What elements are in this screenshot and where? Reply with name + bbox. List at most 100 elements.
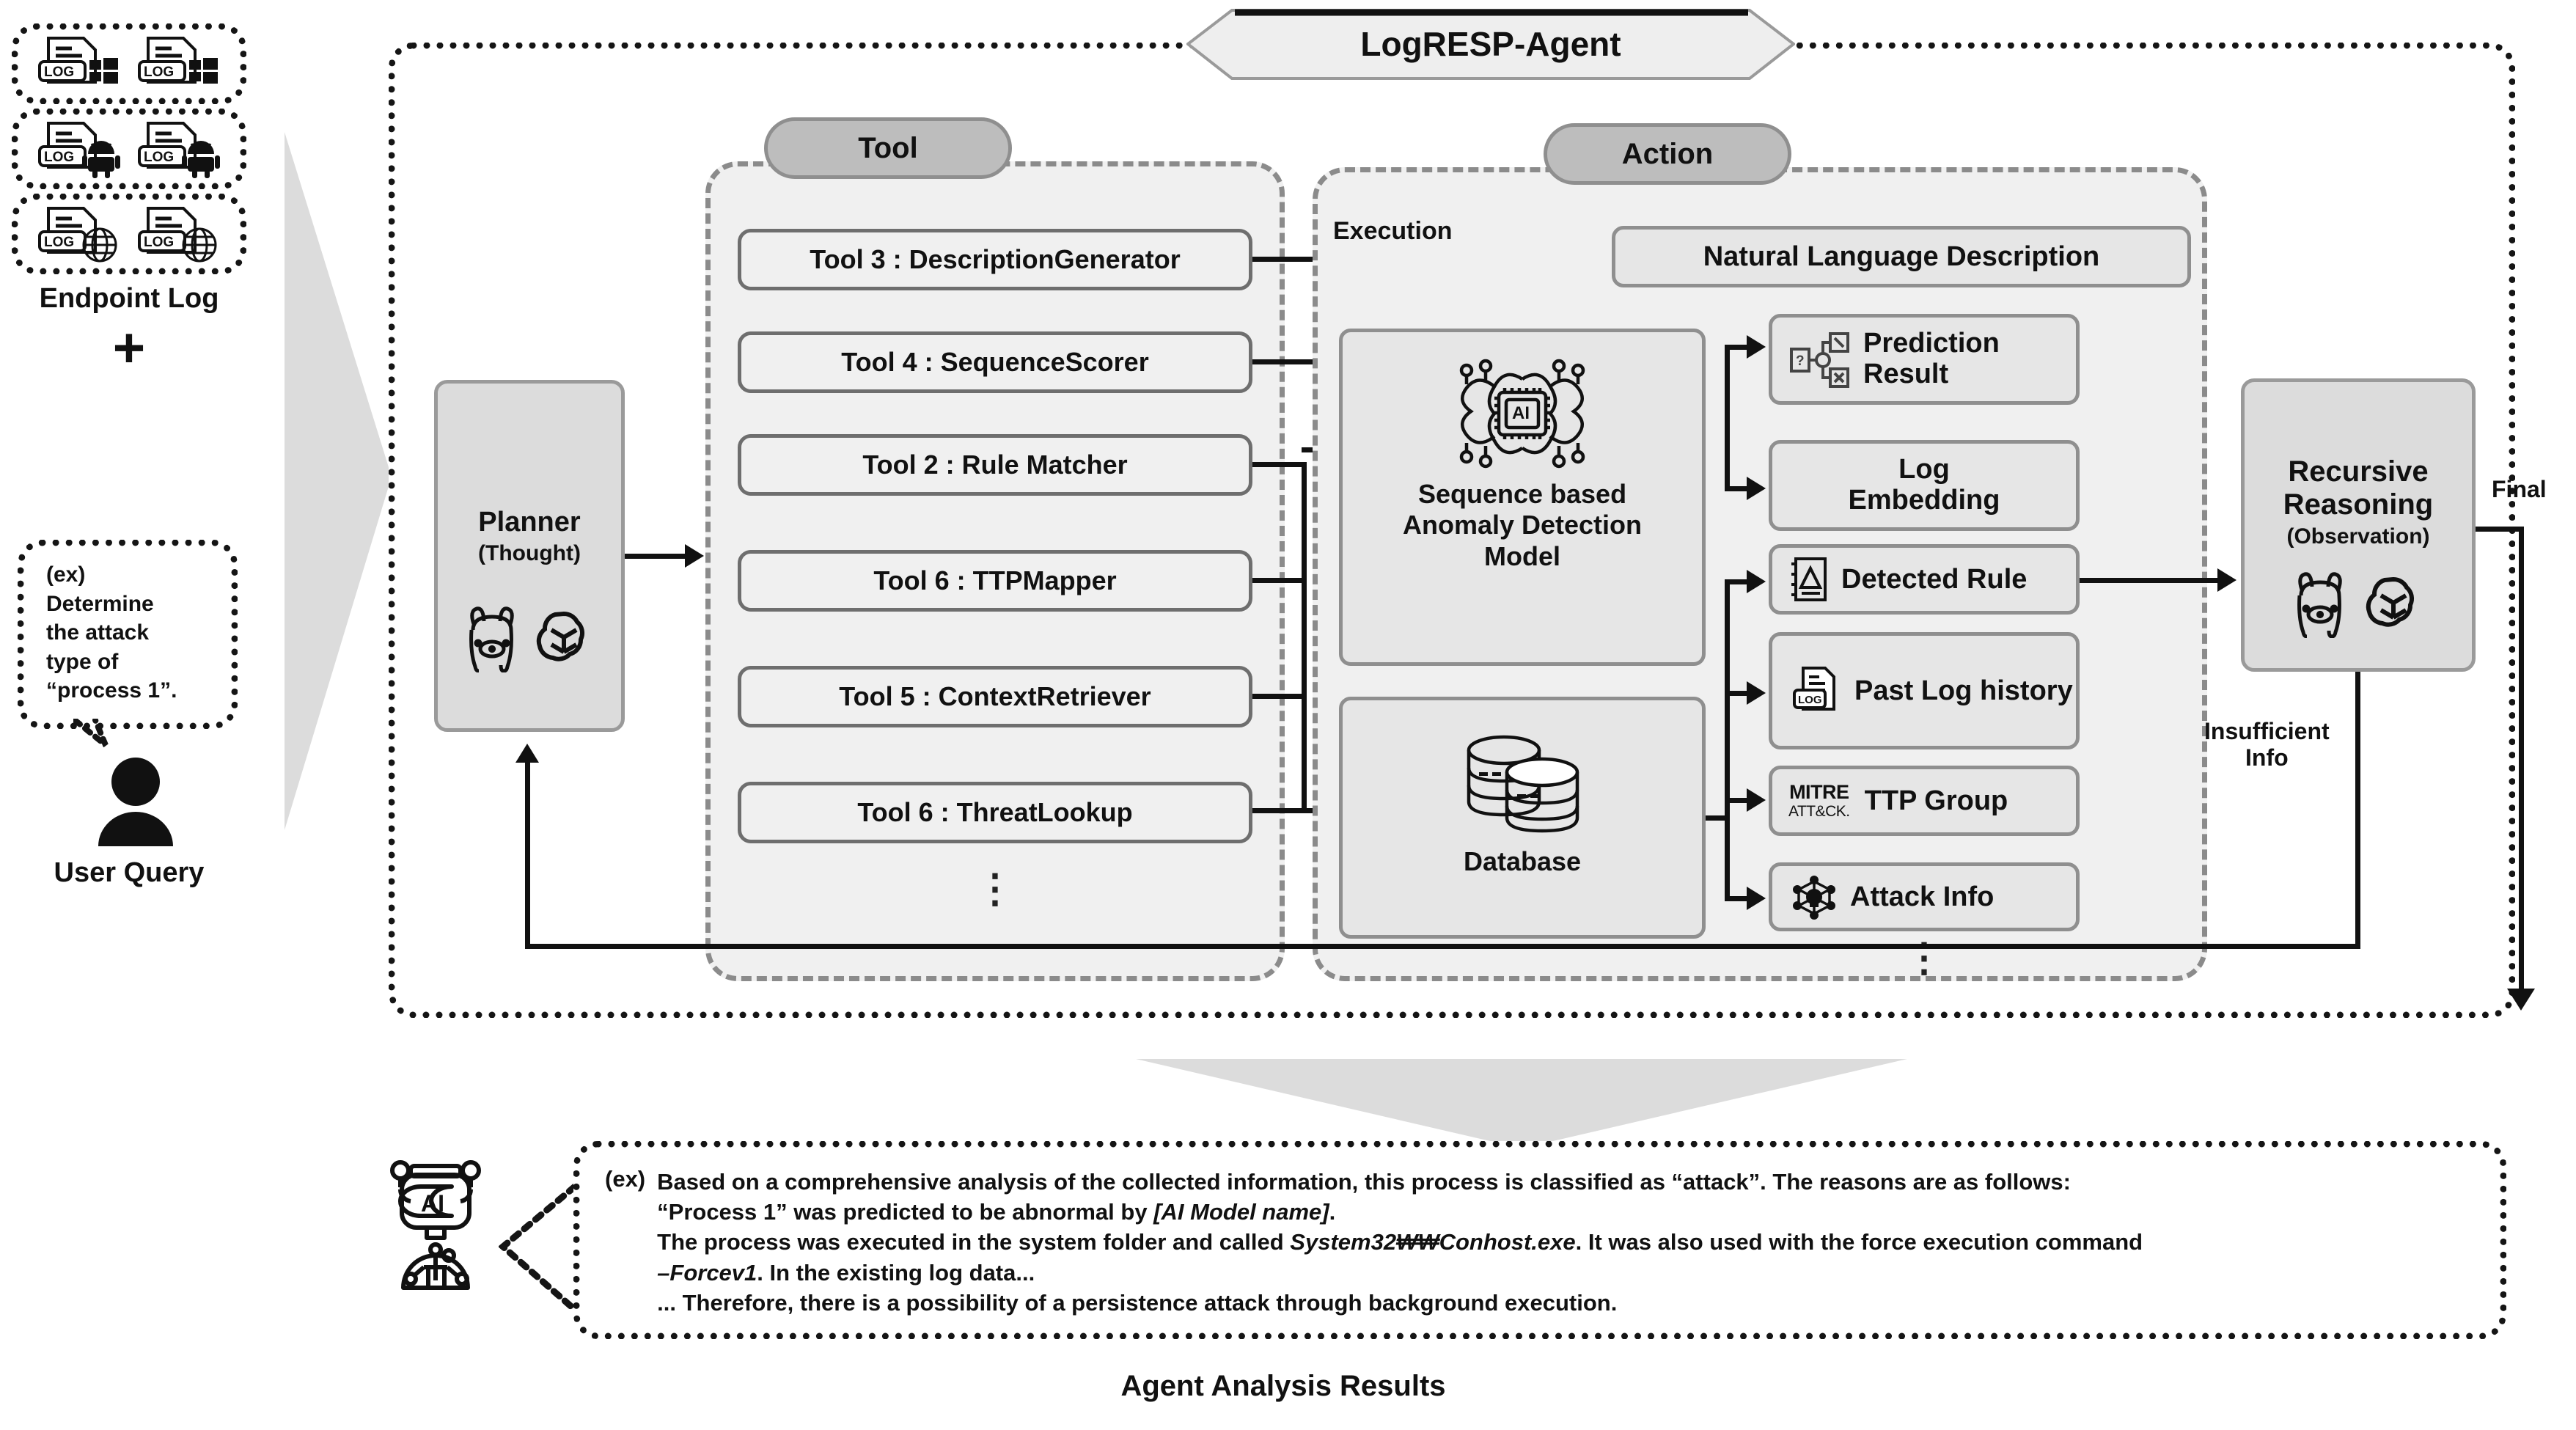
- result-seg: The process was executed in the system f…: [657, 1229, 1291, 1255]
- tool-item-1[interactable]: Tool 4 : SequenceScorer: [738, 331, 1252, 393]
- plus-symbol: +: [112, 317, 146, 380]
- insufficient-info-line2: Info: [2245, 744, 2289, 771]
- db-to-attack-line: [1725, 896, 1750, 901]
- log-file-android-icon: LOG: [133, 119, 221, 179]
- tool-more-dots: ⋮: [975, 866, 1015, 911]
- insufficient-info-line1: Insufficient: [2204, 718, 2330, 744]
- svg-text:LOG: LOG: [1798, 694, 1822, 706]
- page-title-text: LogRESP-Agent: [1360, 25, 1621, 64]
- database-card[interactable]: Database: [1339, 697, 1706, 939]
- anomaly-detection-model-card[interactable]: AI Sequence based Anomaly Detection Mode…: [1339, 329, 1706, 666]
- planner-card[interactable]: Planner (Thought): [434, 380, 625, 732]
- query-line: “process 1”.: [46, 678, 177, 703]
- mitre-logo-line2: ATT&CK.: [1788, 803, 1850, 821]
- ai-robot-icon: AI: [381, 1144, 490, 1291]
- input-flow-arrow: [282, 129, 399, 833]
- openai-icon: [532, 605, 595, 672]
- db-to-rule-line: [1725, 579, 1750, 584]
- output-detected-rule[interactable]: Detected Rule: [1769, 544, 2080, 615]
- agent-analysis-result-bubble: (ex) Based on a comprehensive analysis o…: [573, 1141, 2506, 1339]
- tool-item-5[interactable]: Tool 6 : ThreatLookup: [738, 782, 1252, 843]
- planner-subtitle: (Thought): [478, 540, 581, 565]
- tool-item-4[interactable]: Tool 5 : ContextRetriever: [738, 666, 1252, 727]
- planner-to-tool-line: [625, 554, 686, 559]
- mitre-logo-line1: MITRE: [1789, 781, 1849, 804]
- tool-item-0[interactable]: Tool 3 : DescriptionGenerator: [738, 229, 1252, 290]
- query-line: type of: [46, 649, 119, 674]
- result-seg: ... Therefore, there is a possibility of…: [657, 1289, 1618, 1316]
- model-output-bus: [1725, 345, 1730, 491]
- recursive-title-line1: Recursive: [2288, 455, 2429, 488]
- result-seg: . In the existing log data...: [757, 1259, 1035, 1286]
- bubble-tail-icon: [73, 719, 117, 755]
- log-history-icon: LOG: [1790, 664, 1844, 718]
- mitre-attack-icon: MITRE ATT&CK.: [1788, 781, 1850, 821]
- feedback-line-left: [525, 944, 2360, 949]
- output-ttp-group[interactable]: MITRE ATT&CK. TTP Group: [1769, 766, 2080, 836]
- query-prefix: (ex): [46, 562, 86, 587]
- result-prefix: (ex): [605, 1166, 646, 1192]
- tool-bus-vline: [1302, 462, 1307, 813]
- recursive-reasoning-card[interactable]: Recursive Reasoning (Observation): [2241, 378, 2476, 672]
- tool-item-label: Tool 2 : Rule Matcher: [862, 449, 1128, 480]
- result-seg: .: [1329, 1199, 1336, 1225]
- recursive-title-line2: Reasoning: [2283, 488, 2434, 521]
- db-to-history-line: [1725, 691, 1750, 696]
- svg-text:LOG: LOG: [44, 65, 74, 80]
- feedback-arrowhead: [515, 744, 539, 763]
- endpoint-log-label: Endpoint Log: [39, 282, 219, 314]
- log-file-android-icon: LOG: [34, 119, 122, 179]
- svg-text:AI: AI: [1512, 403, 1530, 423]
- execution-label: Execution: [1333, 217, 1453, 245]
- svg-text:LOG: LOG: [144, 65, 174, 80]
- prediction-tree-icon: ?: [1790, 330, 1850, 389]
- model-to-embedding-line: [1725, 486, 1750, 491]
- tool-more-indicator: ⋮: [738, 867, 1252, 911]
- results-flow-arrow: [1133, 1056, 1910, 1151]
- user-query-bubble: (ex) Determine the attack type of “proce…: [18, 540, 238, 729]
- tool-item-label: Tool 6 : TTPMapper: [873, 565, 1117, 595]
- model-to-prediction-line: [1725, 345, 1750, 350]
- recursive-subtitle: (Observation): [2286, 524, 2430, 549]
- svg-text:LOG: LOG: [44, 235, 74, 250]
- db-to-history-arrowhead: [1747, 681, 1766, 705]
- log-file-windows-icon: LOG: [133, 34, 221, 94]
- db-bus-stub: [1706, 815, 1728, 821]
- tool-item-2[interactable]: Tool 2 : Rule Matcher: [738, 434, 1252, 496]
- anomaly-detection-model-label: Sequence based Anomaly Detection Model: [1402, 479, 1643, 571]
- db-to-attack-arrowhead: [1747, 887, 1766, 910]
- output-attack-info-label: Attack Info: [1850, 881, 1995, 912]
- action-panel-header: Action: [1544, 123, 1791, 185]
- user-query-label: User Query: [54, 857, 205, 888]
- db-to-ttp-line: [1725, 798, 1750, 803]
- natural-language-description-box[interactable]: Natural Language Description: [1612, 226, 2191, 287]
- db-to-ttp-arrowhead: [1747, 788, 1766, 812]
- query-line: the attack: [46, 620, 150, 645]
- svg-text:LOG: LOG: [44, 150, 74, 165]
- tool-item-3[interactable]: Tool 6 : TTPMapper: [738, 550, 1252, 612]
- model-to-embedding-arrowhead: [1747, 477, 1766, 500]
- llama-icon: [2291, 571, 2349, 639]
- user-avatar-icon: [95, 757, 176, 846]
- svg-text:?: ?: [1796, 353, 1805, 369]
- result-seg: “Process 1” was predicted to be abnormal…: [657, 1199, 1154, 1225]
- output-ttp-group-label: TTP Group: [1864, 785, 2008, 816]
- svg-text:LOG: LOG: [144, 235, 174, 250]
- tool5-out-line: [1252, 808, 1307, 813]
- result-seg-em: System32₩₩Conhost.exe: [1290, 1229, 1576, 1255]
- final-line-h: [2476, 527, 2524, 532]
- rule-book-icon: [1790, 557, 1828, 602]
- output-past-log-history[interactable]: LOG Past Log history: [1769, 632, 2080, 749]
- output-detected-rule-label: Detected Rule: [1841, 563, 2028, 595]
- tool-item-label: Tool 3 : DescriptionGenerator: [810, 243, 1181, 274]
- database-icon: [1343, 727, 1702, 837]
- result-line-2: The process was executed in the system f…: [657, 1227, 2500, 1257]
- output-attack-info[interactable]: Attack Info: [1769, 862, 2080, 931]
- tool-panel-header-label: Tool: [858, 131, 918, 164]
- feedback-line-down: [2355, 672, 2360, 949]
